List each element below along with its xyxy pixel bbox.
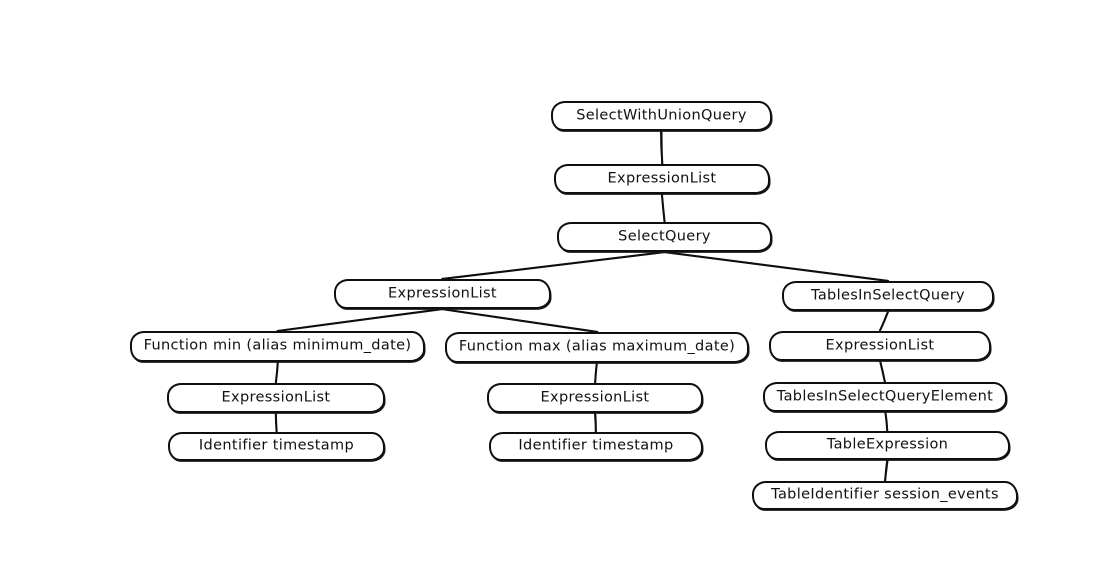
ast-edge bbox=[277, 308, 443, 332]
ast-edge bbox=[660, 192, 666, 224]
ast-edge bbox=[441, 308, 598, 333]
ast-node-label: ExpressionList bbox=[825, 337, 935, 354]
ast-edge bbox=[659, 130, 664, 165]
ast-edge bbox=[441, 251, 666, 280]
ast-node-label: ExpressionList bbox=[540, 389, 650, 406]
ast-node[interactable]: Function min (alias minimum_date) bbox=[130, 331, 425, 362]
ast-edge bbox=[883, 459, 889, 482]
ast-node[interactable]: ExpressionList bbox=[487, 383, 703, 413]
ast-edge bbox=[275, 412, 278, 433]
ast-node-label: SelectQuery bbox=[618, 228, 711, 245]
ast-node-label: TableExpression bbox=[826, 436, 949, 453]
ast-node-label: TablesInSelectQuery bbox=[811, 287, 965, 304]
ast-node-label: Function min (alias minimum_date) bbox=[143, 337, 412, 354]
ast-node[interactable]: SelectQuery bbox=[557, 222, 772, 252]
ast-node[interactable]: Function max (alias maximum_date) bbox=[445, 332, 749, 363]
ast-edge bbox=[664, 251, 889, 282]
ast-edge bbox=[663, 251, 890, 282]
ast-node[interactable]: Identifier timestamp bbox=[489, 432, 703, 461]
ast-edge bbox=[594, 412, 597, 433]
ast-node-label: ExpressionList bbox=[388, 285, 497, 302]
ast-edge bbox=[594, 362, 598, 384]
ast-node[interactable]: ExpressionList bbox=[554, 164, 770, 194]
ast-edge bbox=[884, 411, 889, 432]
ast-node-label: ExpressionList bbox=[607, 170, 717, 187]
ast-node[interactable]: TableIdentifier session_events bbox=[752, 481, 1018, 510]
ast-edge bbox=[274, 361, 279, 384]
ast-node-label: ExpressionList bbox=[221, 389, 331, 406]
ast-node[interactable]: ExpressionList bbox=[334, 279, 551, 309]
ast-node[interactable]: TablesInSelectQueryElement bbox=[763, 382, 1007, 412]
ast-edge bbox=[878, 310, 890, 332]
ast-node-label: TablesInSelectQueryElement bbox=[776, 388, 994, 405]
ast-node[interactable]: ExpressionList bbox=[769, 331, 991, 361]
ast-edge bbox=[661, 193, 666, 223]
ast-node-label: Identifier timestamp bbox=[198, 437, 355, 454]
ast-node-label: Function max (alias maximum_date) bbox=[458, 338, 736, 355]
ast-edge bbox=[274, 412, 278, 433]
ast-edge bbox=[275, 361, 279, 384]
ast-edge bbox=[879, 360, 886, 384]
ast-edge bbox=[276, 307, 444, 333]
ast-edge bbox=[884, 411, 889, 432]
ast-edge bbox=[879, 310, 889, 332]
ast-node-label: Identifier timestamp bbox=[518, 437, 674, 454]
ast-node[interactable]: TableExpression bbox=[765, 431, 1010, 460]
ast-node[interactable]: Identifier timestamp bbox=[168, 432, 385, 461]
ast-edge bbox=[594, 362, 598, 384]
ast-node[interactable]: SelectWithUnionQuery bbox=[551, 101, 772, 131]
ast-edge bbox=[441, 308, 599, 333]
ast-node[interactable]: TablesInSelectQuery bbox=[782, 281, 994, 311]
ast-node-label: SelectWithUnionQuery bbox=[576, 107, 747, 124]
ast-node-label: TableIdentifier session_events bbox=[771, 486, 999, 503]
ast-edge bbox=[441, 251, 666, 280]
ast-edge bbox=[593, 412, 597, 433]
ast-edge bbox=[879, 360, 886, 383]
ast-node[interactable]: ExpressionList bbox=[167, 383, 385, 413]
ast-edge bbox=[884, 459, 889, 482]
